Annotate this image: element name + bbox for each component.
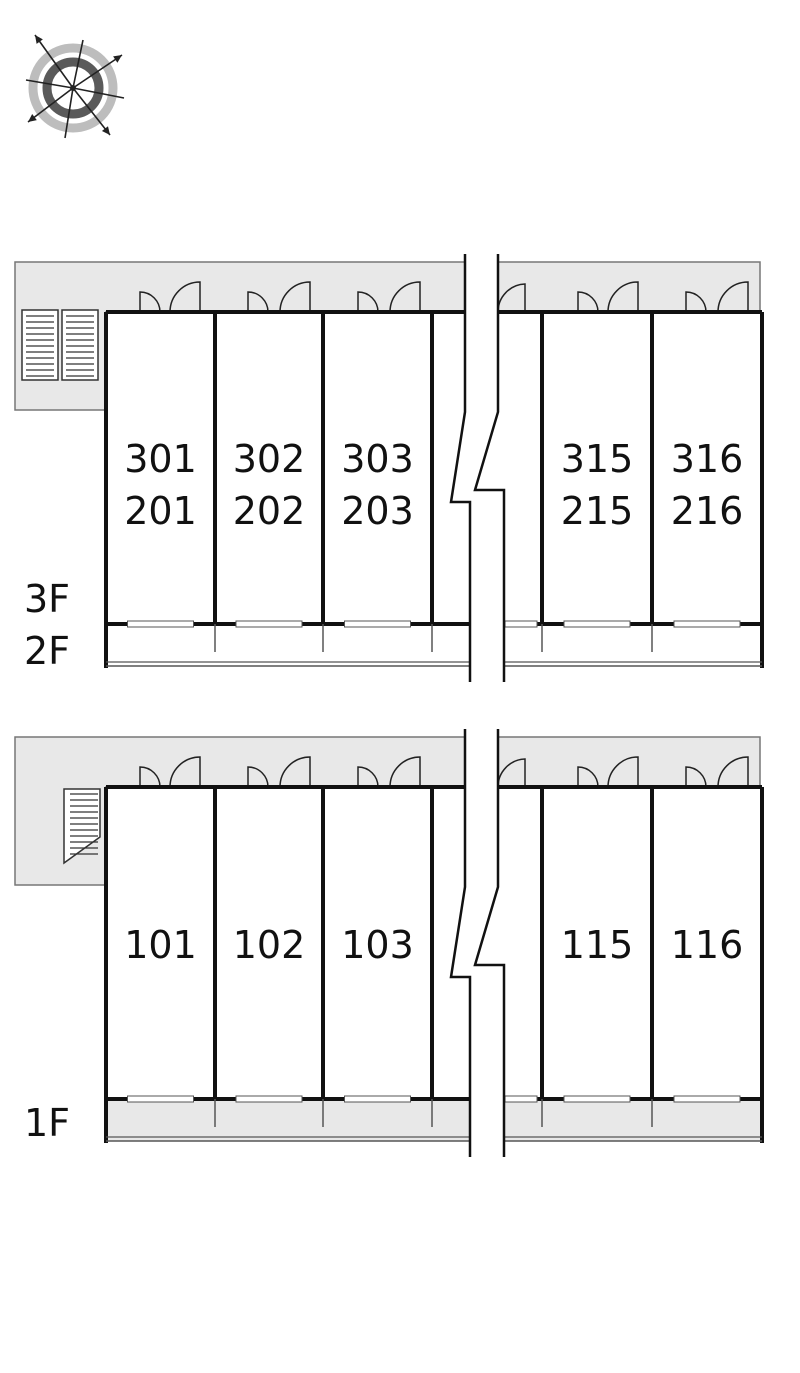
balcony-left	[106, 1099, 470, 1141]
compass-arrowhead	[101, 126, 110, 135]
window	[344, 620, 411, 628]
door-swing	[717, 756, 749, 788]
unit-number: 301	[124, 437, 197, 481]
door-swing	[247, 291, 269, 313]
window	[127, 1095, 194, 1103]
balcony-right	[504, 1099, 762, 1141]
unit-number: 215	[561, 489, 634, 533]
floor-label: 1F	[24, 1101, 70, 1145]
door-swing	[717, 281, 749, 313]
door-swing	[139, 766, 161, 788]
staircase	[21, 309, 59, 381]
door-swing	[607, 281, 639, 313]
window	[235, 1095, 303, 1103]
compass-ray	[72, 39, 84, 89]
compass-arrowhead	[28, 114, 37, 122]
staircase	[63, 788, 101, 865]
window	[344, 1095, 411, 1103]
compass-arrowhead	[113, 55, 122, 63]
door-swing	[357, 766, 379, 788]
unit-number: 202	[233, 489, 306, 533]
unit-number: 116	[671, 923, 744, 967]
compass-ray	[72, 87, 125, 99]
unit-number: 115	[561, 923, 634, 967]
floor-label: 3F	[24, 577, 70, 621]
floor-label: 2F	[24, 629, 70, 673]
door-swing	[357, 291, 379, 313]
compass-ray	[64, 87, 74, 139]
compass-ray	[25, 79, 74, 89]
compass-ray	[34, 34, 74, 89]
break-symbol	[449, 729, 506, 1157]
door-swing	[279, 756, 311, 788]
window	[127, 620, 194, 628]
break-symbol	[449, 254, 506, 682]
unit-number: 103	[341, 923, 414, 967]
window	[504, 620, 538, 628]
unit-number: 203	[341, 489, 414, 533]
window	[563, 620, 631, 628]
door-swing	[279, 281, 311, 313]
corridor-right	[497, 261, 761, 313]
staircase	[61, 309, 99, 381]
compass-ray	[27, 87, 74, 123]
compass-arrowhead	[35, 35, 43, 44]
door-swing	[139, 291, 161, 313]
unit-number: 302	[233, 437, 306, 481]
unit-number: 315	[561, 437, 634, 481]
unit-number: 216	[671, 489, 744, 533]
door-swing	[389, 756, 421, 788]
door-swing	[577, 766, 599, 788]
door-swing	[389, 281, 421, 313]
compass-rose-icon	[25, 34, 125, 139]
unit-number: 102	[233, 923, 306, 967]
unit-number: 303	[341, 437, 414, 481]
window	[504, 1095, 538, 1103]
window	[673, 620, 741, 628]
upper-floors-block: 301 201 302 202 303 203 315 215 316 216 3F 2F	[14, 254, 764, 682]
door-swing	[247, 766, 269, 788]
door-swing	[607, 756, 639, 788]
corridor-right	[497, 736, 761, 788]
unit-number: 101	[124, 923, 197, 967]
compass-outer-ring	[28, 43, 118, 133]
ground-floor-block: 101 102 103 115 116 1F	[14, 729, 764, 1157]
window	[673, 1095, 741, 1103]
door-swing	[577, 291, 599, 313]
compass-center	[70, 85, 76, 91]
window	[235, 620, 303, 628]
stair-frame	[63, 788, 101, 865]
unit-number: 201	[124, 489, 197, 533]
compass-ray	[72, 87, 111, 136]
compass-ray	[72, 54, 123, 89]
compass-inner-ring	[42, 57, 104, 119]
door-swing	[685, 766, 707, 788]
door-swing	[169, 281, 201, 313]
door-swing	[685, 291, 707, 313]
window	[563, 1095, 631, 1103]
unit-number: 316	[671, 437, 744, 481]
door-swing	[169, 756, 201, 788]
